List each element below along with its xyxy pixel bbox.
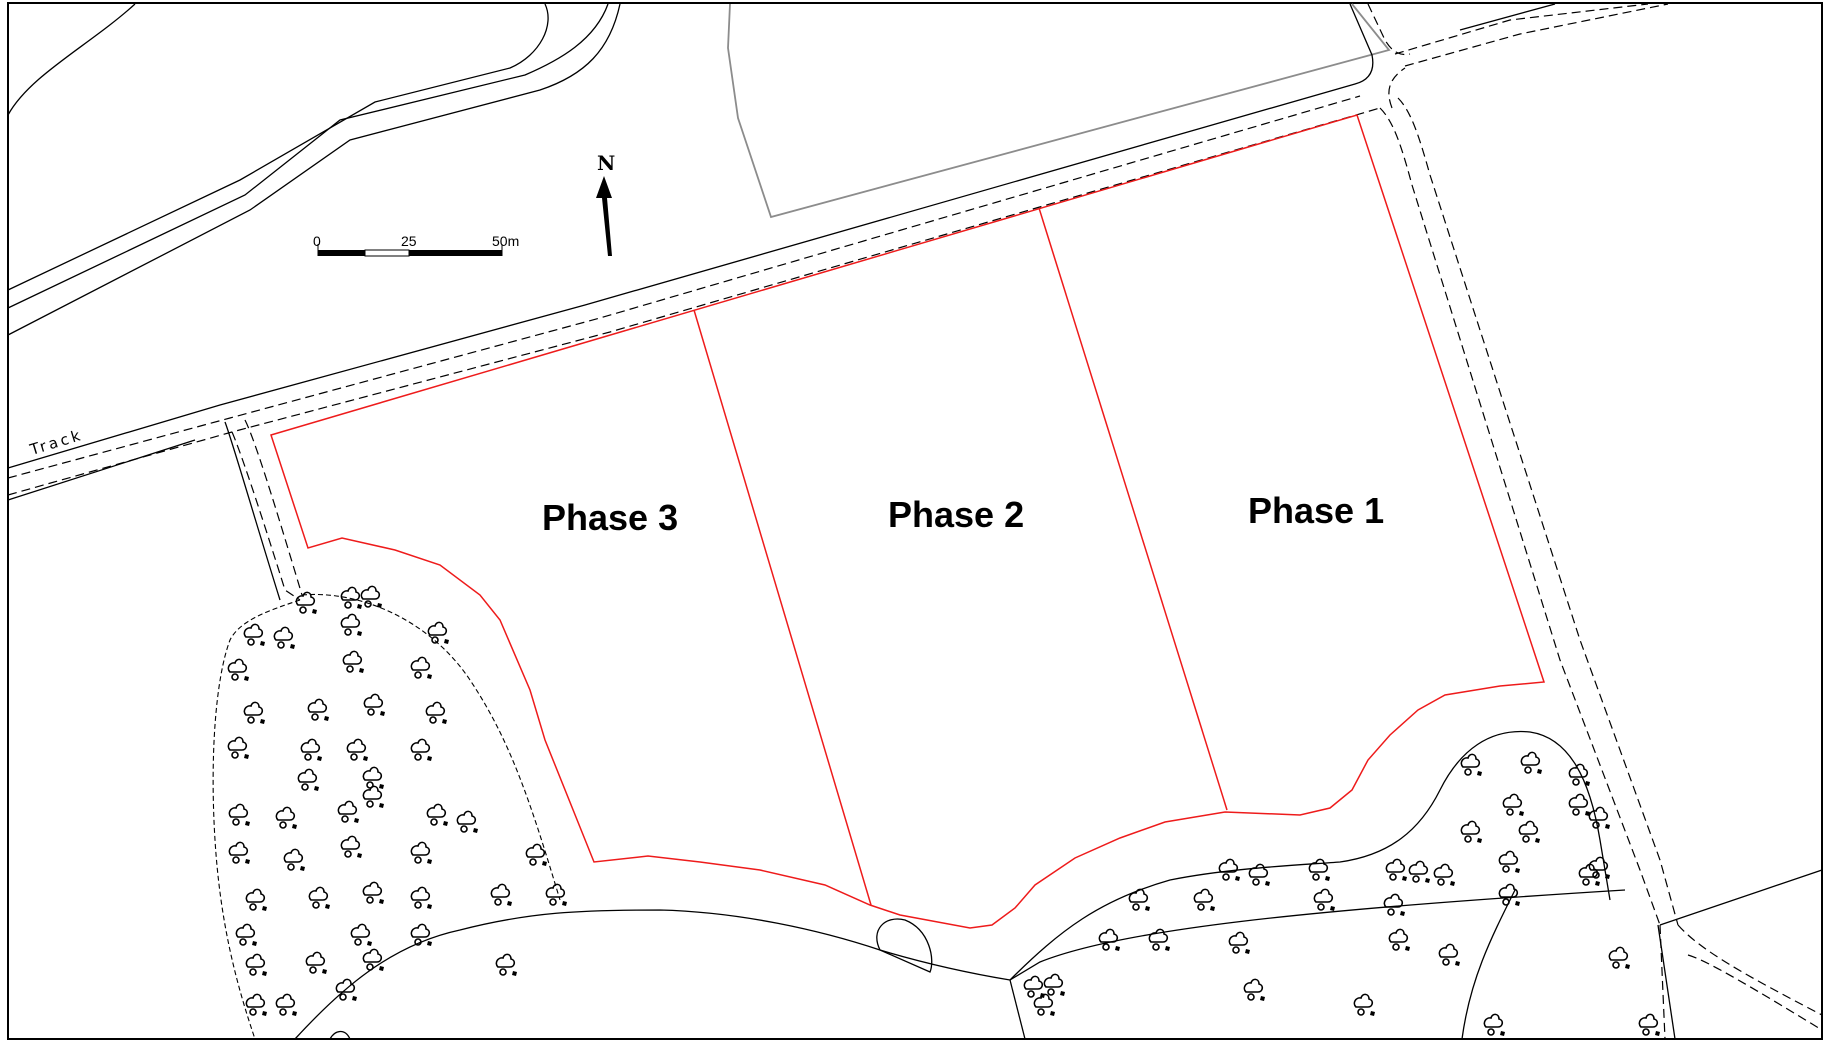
tree-icon [1385, 858, 1408, 882]
tree-icon [305, 951, 328, 975]
site-outer-boundary [270, 114, 1546, 929]
tree-icon [1502, 793, 1525, 817]
tree-icon [243, 623, 266, 647]
phase-1-label: Phase 1 [1248, 490, 1384, 531]
tree-icon [243, 701, 266, 725]
tree-icon [1228, 931, 1251, 955]
tree-icon [1033, 993, 1056, 1017]
tree-icon [1568, 763, 1591, 787]
phase-divider-1-2 [1038, 207, 1228, 811]
scale-tick-50m: 50m [492, 233, 519, 249]
phase-3-label: Phase 3 [542, 497, 678, 538]
tree-icon [300, 738, 323, 762]
tree-icon [1353, 993, 1376, 1017]
tree-icon [410, 886, 433, 910]
tree-icon [1568, 793, 1591, 817]
tree-icon [340, 835, 363, 859]
tree-icon [1498, 883, 1521, 907]
tree-icon [1638, 1013, 1661, 1037]
tree-icon [342, 650, 365, 674]
tree-icon [295, 591, 318, 615]
tree-icon [410, 738, 433, 762]
tree-icon [1383, 893, 1406, 917]
tree-icon [1483, 1013, 1506, 1037]
east-track-lines [1379, 97, 1823, 1040]
tree-icon [410, 841, 433, 865]
tree-icon [1408, 860, 1431, 884]
tree-icon [1608, 946, 1631, 970]
tree-icon [340, 613, 363, 637]
northwest-road-lines [7, 3, 621, 336]
tree-icon [495, 953, 518, 977]
tree-icon [426, 803, 449, 827]
tree-icon [275, 806, 298, 830]
tree-icon [1218, 858, 1241, 882]
west-woodland-boundary [212, 593, 561, 1040]
scale-bar [317, 244, 503, 257]
site-boundary [270, 114, 1546, 929]
tree-icon [1043, 973, 1066, 997]
tree-icon [308, 886, 331, 910]
tree-icon [410, 656, 433, 680]
tree-icon [1518, 820, 1541, 844]
tree-icon [1460, 820, 1483, 844]
tree-icon [427, 621, 450, 645]
tree-icon [273, 626, 296, 650]
tree-icon [1588, 856, 1611, 880]
tree-icon [227, 736, 250, 760]
north-arrow-icon [596, 176, 612, 256]
west-lane-lines [224, 419, 303, 601]
tree-icon [1498, 850, 1521, 874]
tree-icon [228, 803, 251, 827]
track-lines [7, 3, 1669, 501]
woodland-trees [227, 585, 1661, 1037]
tree-icon [362, 948, 385, 972]
tree-icon [456, 810, 479, 834]
tree-icon [490, 883, 513, 907]
tree-icon [360, 585, 383, 609]
grey-field-boundary [727, 3, 1391, 219]
tree-icon [245, 993, 268, 1017]
tree-icon [235, 923, 258, 947]
tree-icon [245, 953, 268, 977]
tree-icon [363, 693, 386, 717]
tree-icon [1243, 978, 1266, 1002]
phase-divider-2-3 [693, 309, 872, 906]
tree-icon [545, 883, 568, 907]
tree-icon [228, 841, 251, 865]
map-frame [7, 2, 1823, 1040]
tree-icon [1460, 753, 1483, 777]
tree-icon [1438, 943, 1461, 967]
phase-2-label: Phase 2 [888, 494, 1024, 535]
tree-icon [346, 738, 369, 762]
scale-tick-0: 0 [313, 233, 321, 249]
tree-icon [297, 768, 320, 792]
tree-icon [350, 923, 373, 947]
north-label: N [597, 151, 615, 175]
tree-icon [1388, 928, 1411, 952]
tree-icon [362, 785, 385, 809]
south-field-boundaries [294, 730, 1626, 1040]
tree-icon [425, 701, 448, 725]
tree-icon [1098, 928, 1121, 952]
scale-tick-25: 25 [401, 233, 417, 249]
tree-icon [275, 993, 298, 1017]
tree-icon [245, 888, 268, 912]
tree-icon [307, 698, 330, 722]
tree-icon [1433, 863, 1456, 887]
tree-icon [410, 923, 433, 947]
tree-icon [1193, 888, 1216, 912]
tree-icon [1520, 751, 1543, 775]
tree-icon [283, 848, 306, 872]
tree-icon [1313, 888, 1336, 912]
tree-icon [1588, 806, 1611, 830]
tree-icon [362, 881, 385, 905]
tree-icon [1128, 888, 1151, 912]
tree-icon [227, 658, 250, 682]
tree-icon [337, 800, 360, 824]
